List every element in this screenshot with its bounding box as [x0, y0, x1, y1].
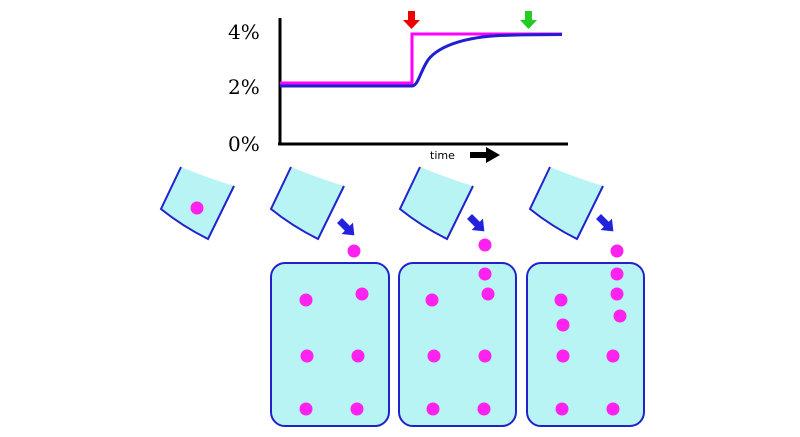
particle [556, 349, 570, 363]
particle [478, 349, 492, 363]
step-line [280, 32, 562, 85]
right-arrow-icon [470, 147, 500, 163]
particle [606, 349, 620, 363]
y-tick-0: 0% [228, 132, 260, 156]
particle [610, 287, 624, 301]
particle [426, 402, 440, 416]
flow-arrow-icon [337, 218, 355, 236]
particle [427, 349, 441, 363]
particle [478, 238, 492, 252]
particle [555, 402, 569, 416]
large-container-1 [270, 262, 390, 427]
small-container-3 [398, 166, 474, 241]
particle [478, 267, 492, 281]
concentration-chart: 4% 2% 0% time [228, 11, 568, 163]
particle [355, 287, 369, 301]
particle [556, 318, 570, 332]
y-tick-4: 4% [228, 20, 260, 44]
particle [299, 293, 313, 307]
particle [610, 244, 624, 258]
x-axis-label: time [430, 149, 455, 162]
small-container-2 [269, 166, 345, 241]
green-down-arrow-icon [520, 11, 537, 29]
particle [606, 402, 620, 416]
particle [481, 287, 495, 301]
particle [477, 402, 491, 416]
particle [554, 293, 568, 307]
small-container-4 [528, 166, 604, 241]
particle [350, 402, 364, 416]
y-tick-2: 2% [228, 75, 260, 99]
response-line [280, 33, 563, 88]
large-container-3 [526, 262, 645, 427]
particle [613, 309, 627, 323]
particle [610, 267, 624, 281]
particles [299, 238, 627, 416]
particle [425, 293, 439, 307]
flow-arrow-icon [467, 214, 485, 232]
particle [300, 349, 314, 363]
particle [347, 244, 361, 258]
particle [299, 402, 313, 416]
particle [190, 201, 204, 215]
particle [351, 349, 365, 363]
large-container-2 [398, 262, 517, 427]
small-container-1 [159, 166, 235, 241]
flow-arrow-icon [596, 214, 614, 232]
red-down-arrow-icon [403, 11, 420, 29]
